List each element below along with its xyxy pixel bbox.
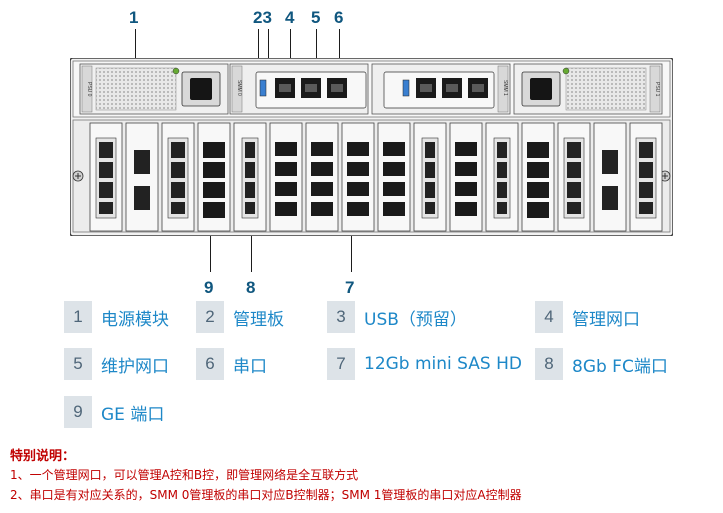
maintenance-port-smm0: [301, 78, 321, 98]
legend-item-4: 4 管理网口: [535, 301, 640, 333]
callout-8: 8: [246, 278, 256, 297]
psu-1: PSU 1: [513, 63, 663, 115]
legend-number: 6: [196, 348, 224, 380]
io-module-slot-14: [557, 122, 591, 232]
io-module-slot-12: [485, 122, 519, 232]
smm-1: SMM 1: [371, 63, 511, 115]
smm-1-label: SMM 1: [502, 80, 508, 96]
leader-line-7: [351, 226, 352, 272]
management-port-smm1: [416, 78, 436, 98]
legend-item-1: 1 电源模块: [64, 301, 169, 333]
callout-7: 7: [345, 278, 355, 297]
management-port-smm0: [275, 78, 295, 98]
leader-line-9: [210, 226, 211, 272]
io-module-slot-13: [521, 122, 555, 232]
io-module-slot-1: [89, 122, 123, 232]
usb-port-smm1: [402, 79, 410, 97]
io-module-slot-15: [593, 122, 627, 232]
io-module-slot-10: [413, 122, 447, 232]
io-module-slot-3: [161, 122, 195, 232]
legend-number: 1: [64, 301, 92, 333]
legend-label: 管理网口: [572, 309, 640, 330]
notes-title: 特别说明：: [10, 449, 76, 464]
legend-number: 3: [327, 301, 355, 333]
fc-module-slot: [233, 122, 267, 232]
io-module-slot-7: [305, 122, 339, 232]
legend-number: 2: [196, 301, 224, 333]
smm-0: SMM 0: [229, 63, 369, 115]
io-module-slot-9: [377, 122, 411, 232]
legend-item-9: 9 GE 端口: [64, 396, 164, 428]
leader-line-8: [251, 226, 252, 272]
legend-item-5: 5 维护网口: [64, 348, 169, 380]
callout-5: 5: [311, 8, 321, 27]
psu-0-label: PSU 0: [86, 82, 92, 97]
legend-number: 4: [535, 301, 563, 333]
callout-6: 6: [334, 8, 344, 27]
legend-label: USB（预留）: [364, 309, 467, 330]
callout-4: 4: [285, 8, 295, 27]
callout-9: 9: [204, 278, 214, 297]
legend-number: 8: [535, 348, 563, 380]
sas-module-slot: [341, 122, 375, 232]
psu-1-label: PSU 1: [654, 82, 660, 97]
callout-23: 23: [253, 8, 272, 27]
legend-label: 12Gb mini SAS HD: [364, 354, 522, 374]
legend-label: 电源模块: [101, 309, 169, 330]
screw-icon: [659, 170, 671, 182]
io-module-slot-16: [629, 122, 663, 232]
psu-0: PSU 0: [79, 63, 229, 115]
legend-item-7: 7 12Gb mini SAS HD: [327, 348, 522, 380]
callout-1: 1: [129, 8, 139, 27]
io-module-slot-2: [125, 122, 159, 232]
legend-item-2: 2 管理板: [196, 301, 284, 333]
note-1: 1、一个管理网口，可以管理A控和B控，即管理网络是全互联方式: [10, 468, 359, 482]
serial-port-smm1: [468, 78, 488, 98]
legend-number: 9: [64, 396, 92, 428]
screw-icon: [72, 170, 84, 182]
note-2: 2、串口是有对应关系的，SMM 0管理板的串口对应B控制器；SMM 1管理板的串…: [10, 488, 522, 502]
maintenance-port-smm1: [442, 78, 462, 98]
legend-label: 维护网口: [101, 356, 169, 377]
legend-number: 7: [327, 348, 355, 380]
serial-port-smm0: [327, 78, 347, 98]
storage-chassis-rear-view: PSU 0 SMM 0 SMM 1: [70, 58, 673, 236]
io-module-slot-11: [449, 122, 483, 232]
smm-0-label: SMM 0: [236, 80, 242, 96]
legend-label: 8Gb FC端口: [572, 356, 668, 377]
leader-line-1: [135, 29, 136, 79]
legend-label: 串口: [233, 356, 267, 377]
legend-item-8: 8 8Gb FC端口: [535, 348, 668, 380]
legend-item-6: 6 串口: [196, 348, 267, 380]
legend-item-3: 3 USB（预留）: [327, 301, 467, 333]
usb-port-smm0: [259, 79, 267, 97]
legend-label: 管理板: [233, 309, 284, 330]
legend-number: 5: [64, 348, 92, 380]
io-module-slot-6: [269, 122, 303, 232]
legend-label: GE 端口: [101, 404, 165, 425]
ge-module-slot: [197, 122, 231, 232]
